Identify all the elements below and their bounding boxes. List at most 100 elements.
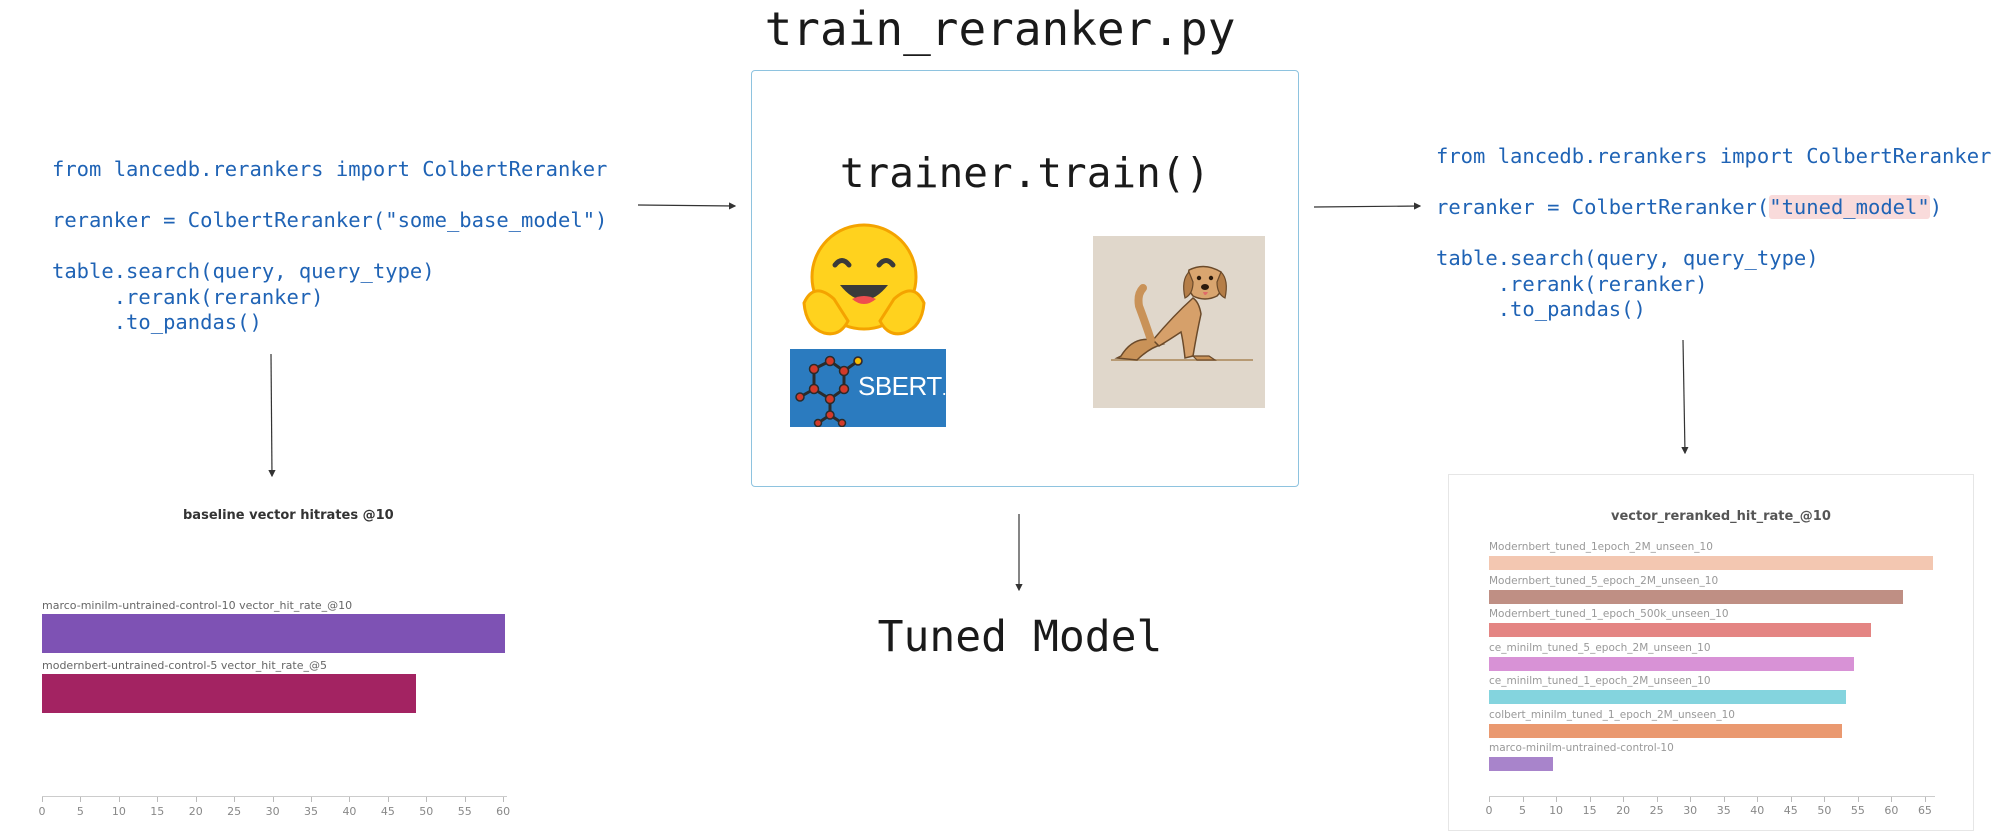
tuned-reranked-hitrate-chart: vector_reranked_hit_rate_@10 Modernbert_… (1448, 474, 1974, 831)
tick-label: 20 (1616, 804, 1631, 817)
dog-icon (1111, 265, 1253, 361)
tick-mark (1891, 797, 1893, 802)
tick-mark (1757, 797, 1759, 802)
bar-label: marco-minilm-untrained-control-10 (1489, 742, 1674, 754)
tick-label: 50 (1817, 804, 1832, 817)
tick-label: 10 (111, 805, 126, 818)
tick-mark (1589, 797, 1591, 802)
tick-mark (1522, 797, 1524, 802)
tick-mark (349, 797, 351, 802)
bar-label: Modernbert_tuned_5_epoch_2M_unseen_10 (1489, 574, 1719, 587)
tick-mark (387, 797, 389, 802)
page-title: train_reranker.py (764, 2, 1236, 56)
tick-label: 25 (227, 805, 242, 818)
hugging-face-icon (802, 223, 926, 336)
tick-mark (311, 797, 312, 802)
x-axis (1489, 796, 1935, 797)
code-line-reranker-init: reranker = ColbertReranker("tuned_model"… (1436, 195, 1943, 219)
bar (1489, 623, 1872, 637)
training-box: trainer.train() (751, 70, 1299, 487)
tick-mark (1690, 797, 1692, 802)
bar (1489, 656, 1854, 671)
dog-image (1093, 236, 1265, 408)
tick-label: 20 (188, 805, 203, 818)
arrow-right-code-to-tuned-chart (1681, 339, 1689, 455)
tick-mark (1924, 797, 1926, 802)
tick-label: 40 (1750, 804, 1765, 817)
code-line-to-pandas: .to_pandas() (52, 310, 262, 334)
tick-label: 55 (1850, 804, 1865, 817)
bar (1489, 757, 1554, 771)
code-line-to-pandas: .to_pandas() (1436, 297, 1646, 321)
tuned-model-highlight: "tuned_model" (1769, 195, 1930, 219)
tick-label: 55 (457, 805, 472, 818)
bar-label: ce_minilm_tuned_1_epoch_2M_unseen_10 (1489, 675, 1711, 687)
bar-label: Modernbert_tuned_1_epoch_500k_unseen_10 (1489, 608, 1729, 620)
tick-label: 45 (1783, 804, 1798, 817)
tick-label: 60 (1884, 804, 1899, 817)
code-line-search: table.search(query, query_type) (1436, 246, 1819, 270)
tick-mark (1489, 797, 1490, 802)
tick-label: 25 (1649, 804, 1664, 817)
tick-label: 5 (1519, 804, 1527, 817)
tick-mark (272, 797, 274, 802)
tick-mark (42, 797, 43, 802)
bar-label: Modernbert_tuned_1epoch_2M_unseen_10 (1489, 541, 1713, 553)
tick-label: 50 (419, 805, 434, 818)
tick-label: 0 (1485, 804, 1493, 817)
tick-label: 15 (1582, 804, 1597, 817)
bar-label: marco-minilm-untrained-control-10 vector… (42, 599, 353, 612)
tick-label: 45 (380, 805, 395, 818)
code-line-search: table.search(query, query_type) (52, 259, 435, 283)
bar-modernbert-control (42, 674, 417, 713)
bar (1489, 723, 1842, 738)
arrow-left-code-to-baseline-chart (268, 353, 276, 478)
tick-mark (1656, 797, 1658, 802)
code-line-rerank: .rerank(reranker) (1436, 271, 1708, 296)
tick-mark (503, 797, 505, 802)
bar (1489, 556, 1933, 570)
tuned-model-label: Tuned Model (877, 612, 1163, 662)
tick-mark (1723, 797, 1725, 802)
arrow-trainer-to-right-code (1313, 202, 1422, 210)
sbert-logo: SBERT.net (790, 349, 970, 427)
tick-label: 35 (304, 805, 318, 818)
code-line-rerank: .rerank(reranker) (52, 284, 324, 309)
bar-marco-minilm-control (42, 614, 506, 653)
tick-label: 40 (342, 805, 357, 818)
trainer-call-label: trainer.train() (839, 149, 1211, 197)
tick-label: 30 (1683, 804, 1698, 817)
tick-label: 30 (265, 805, 280, 818)
tick-mark (195, 797, 197, 802)
tick-mark (234, 797, 236, 802)
code-line-import: from lancedb.rerankers import ColbertRer… (1436, 144, 1992, 168)
code-line-import: from lancedb.rerankers import ColbertRer… (52, 157, 608, 181)
molecule-icon (795, 355, 863, 427)
tick-mark (80, 797, 82, 802)
chart-title: baseline vector hitrates @10 (183, 508, 394, 523)
bar (1489, 690, 1847, 704)
bar-label: colbert_minilm_tuned_1_epoch_2M_unseen_1… (1489, 708, 1735, 721)
bar-label: modernbert-untrained-control-5 vector_hi… (42, 659, 327, 672)
x-axis (42, 796, 507, 797)
code-line-reranker-init: reranker = ColbertReranker("some_base_mo… (52, 208, 608, 232)
chart-title: vector_reranked_hit_rate_@10 (1611, 509, 1831, 524)
tick-mark (118, 797, 120, 802)
sbert-logo-text: SBERT.net (858, 371, 970, 401)
tick-mark (1790, 797, 1792, 802)
bar-label: ce_minilm_tuned_5_epoch_2M_unseen_10 (1489, 641, 1711, 654)
tick-label: 10 (1549, 804, 1564, 817)
tick-mark (1857, 797, 1859, 802)
tuned-model-code-snippet: from lancedb.rerankers import ColbertRer… (1436, 144, 1991, 323)
arrow-left-code-to-trainer (637, 202, 737, 210)
tick-label: 0 (38, 805, 46, 818)
tick-mark (1556, 797, 1558, 802)
tick-label: 35 (1716, 804, 1731, 817)
baseline-hitrate-chart: baseline vector hitrates @10 marco-minil… (30, 500, 530, 831)
tick-mark (1623, 797, 1625, 802)
tick-mark (464, 797, 466, 802)
tick-label: 65 (1917, 804, 1932, 817)
tick-mark (426, 797, 428, 802)
base-model-code-snippet: from lancedb.rerankers import ColbertRer… (52, 157, 607, 336)
